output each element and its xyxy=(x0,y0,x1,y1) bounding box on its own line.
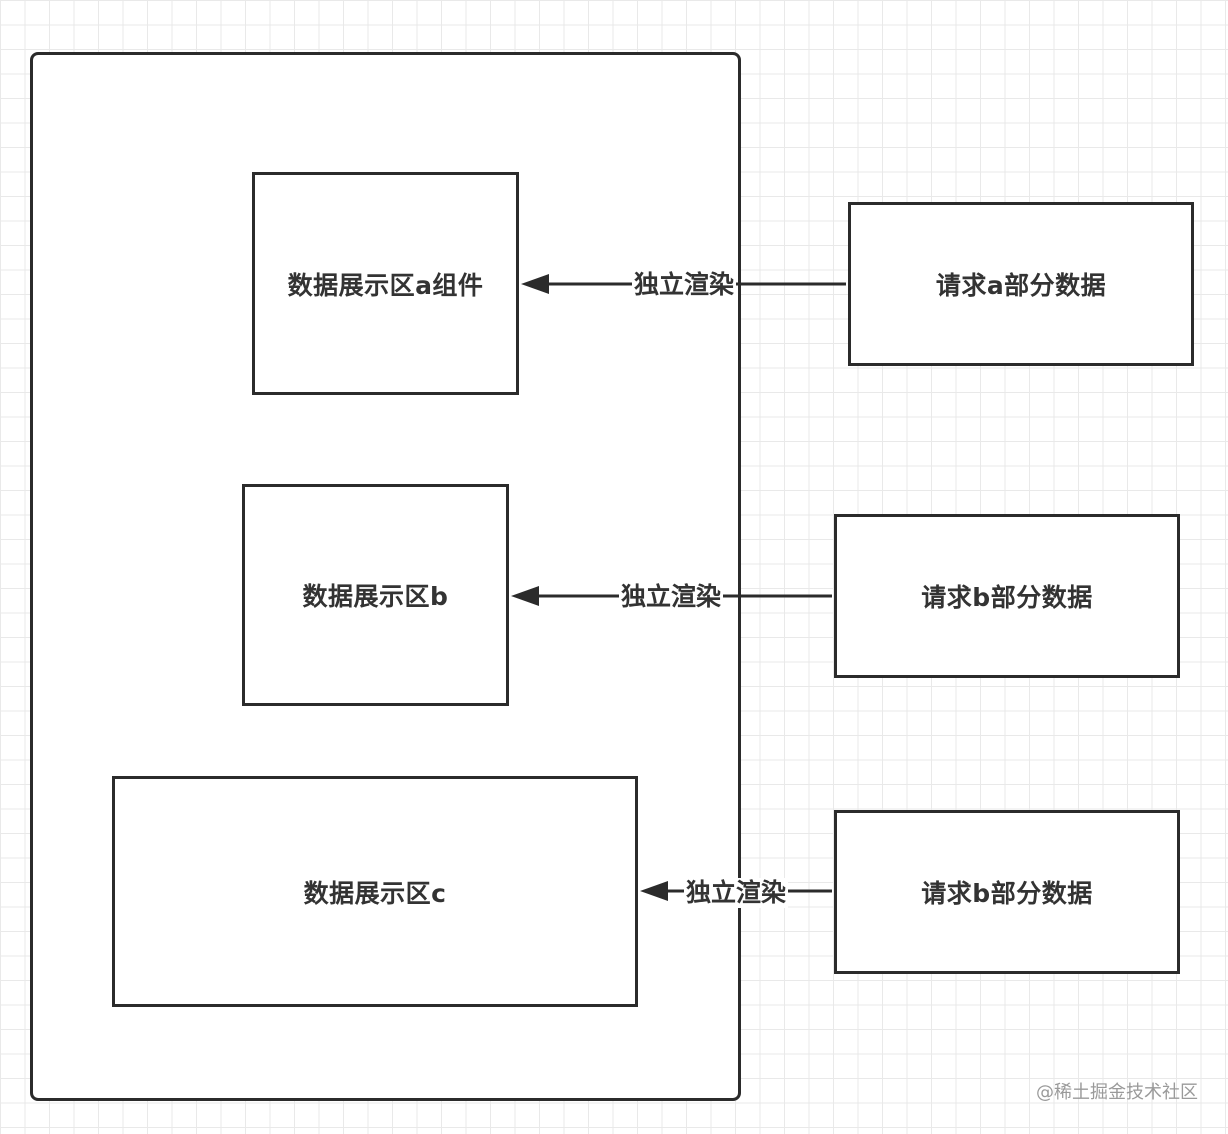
edge-a-label: 独立渲染 xyxy=(632,270,737,300)
component-b-label: 数据展示区b xyxy=(302,582,449,611)
request-c-label: 请求b部分数据 xyxy=(921,879,1093,908)
component-c-box: 数据展示区c xyxy=(112,776,638,1007)
edge-b-arrowhead xyxy=(511,586,539,606)
component-b-box: 数据展示区b xyxy=(242,484,509,706)
edge-a-arrowhead xyxy=(521,274,549,294)
edge-c-arrowhead xyxy=(640,881,668,901)
request-a-label: 请求a部分数据 xyxy=(935,271,1107,300)
request-b-box: 请求b部分数据 xyxy=(834,514,1180,678)
edge-c-label: 独立渲染 xyxy=(684,878,789,908)
component-a-box: 数据展示区a组件 xyxy=(252,172,519,395)
watermark: @稀土掘金技术社区 xyxy=(1036,1082,1198,1103)
component-c-label: 数据展示区c xyxy=(303,878,447,908)
component-a-label: 数据展示区a组件 xyxy=(287,270,484,300)
edge-b-label: 独立渲染 xyxy=(619,582,724,612)
request-b-label: 请求b部分数据 xyxy=(921,583,1093,612)
request-c-box: 请求b部分数据 xyxy=(834,810,1180,974)
request-a-box: 请求a部分数据 xyxy=(848,202,1194,366)
